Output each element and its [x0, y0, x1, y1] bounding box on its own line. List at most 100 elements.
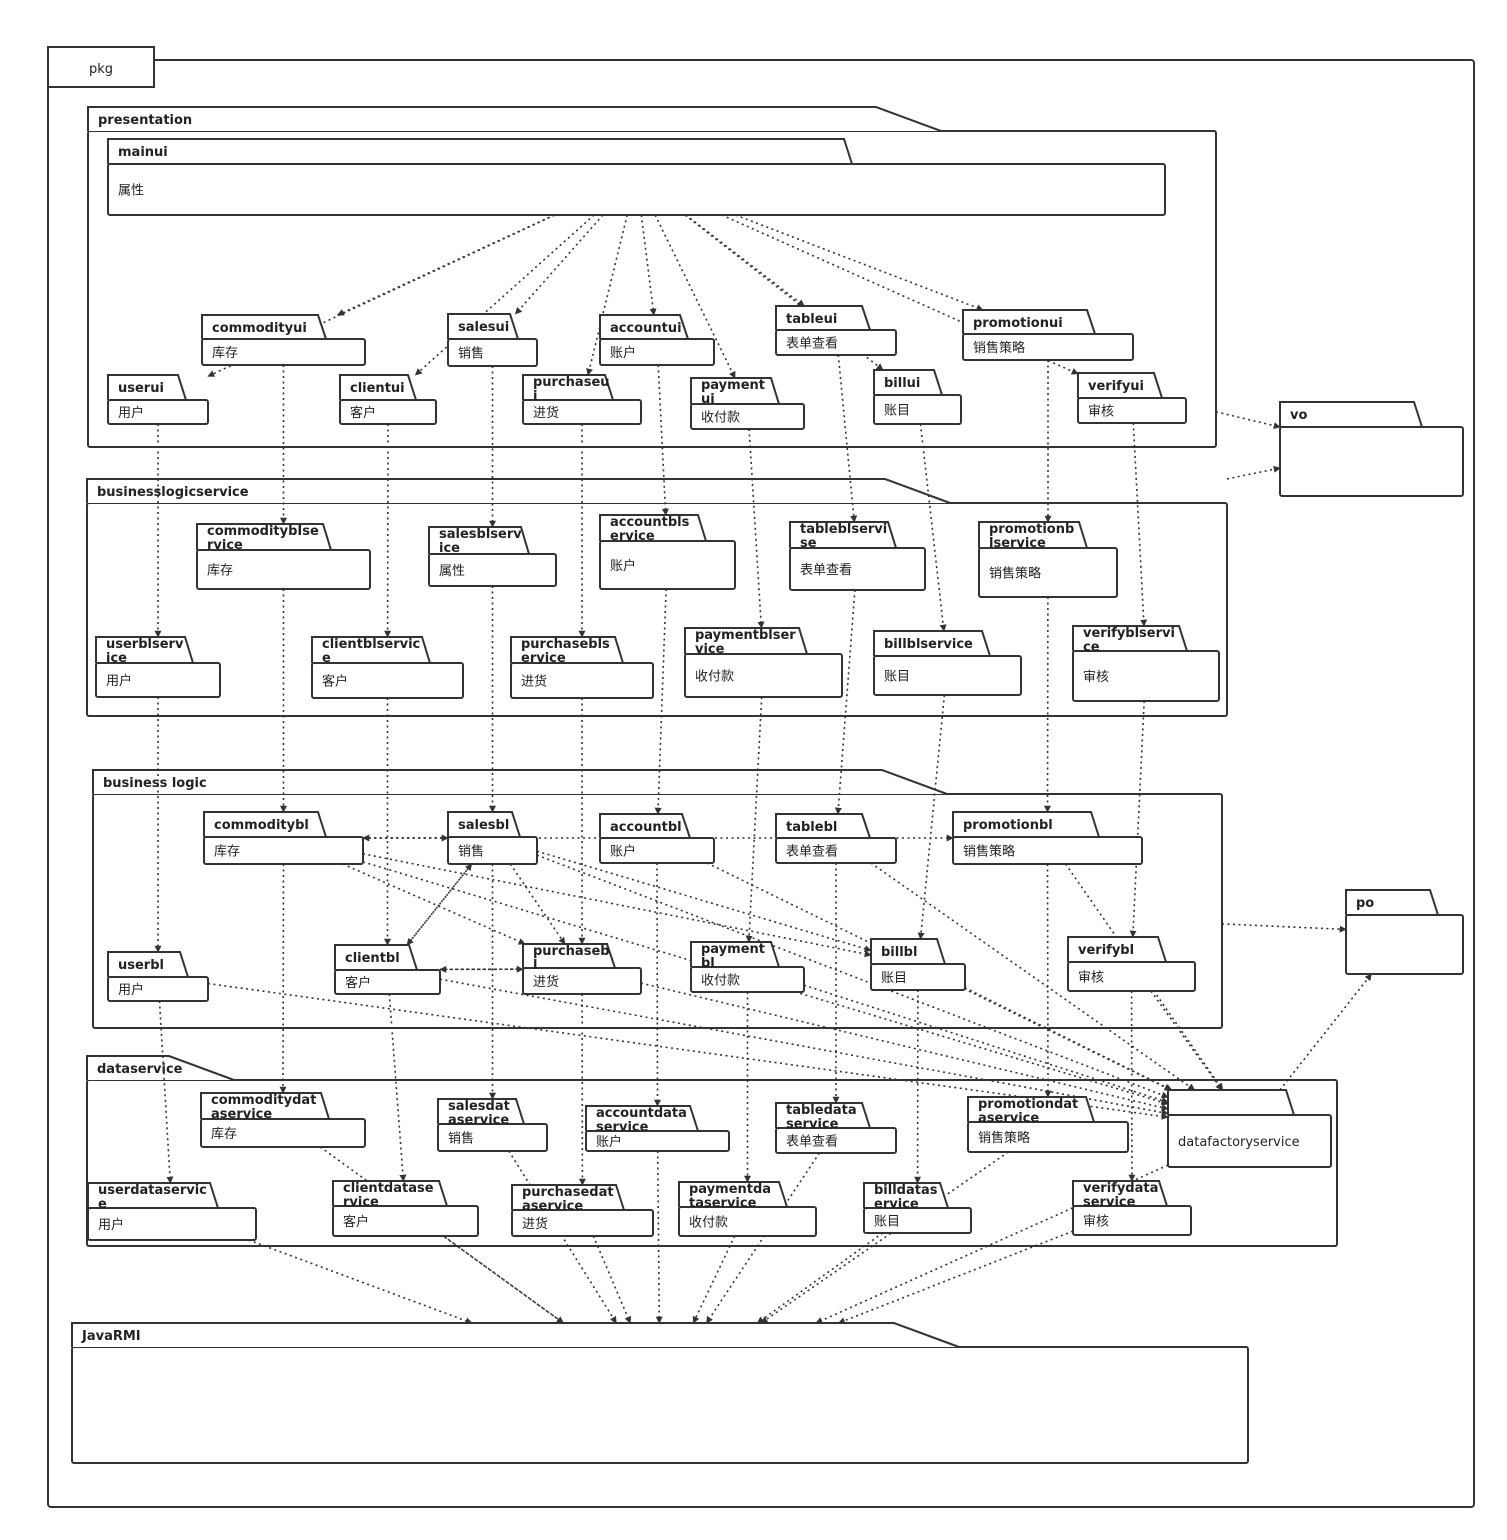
package-datafactoryservice[interactable]: datafactoryservice	[1167, 1089, 1332, 1168]
dependency-salesdataservice-to-javarmi	[508, 1150, 617, 1324]
package-body: 用户	[98, 1217, 124, 1233]
package-name: tableui	[786, 312, 837, 327]
dependency-userdataservice-to-javarmi	[248, 1239, 473, 1325]
package-body: 审核	[1078, 971, 1104, 986]
package-name: clientui	[350, 381, 405, 396]
package-body: 库存	[211, 1126, 237, 1142]
package-body: 账户	[610, 558, 636, 574]
layer-name: business logic	[103, 776, 207, 791]
dependency-tabledataservice-to-javarmi	[705, 1152, 821, 1324]
dependency-businesslogicservice-to-vo	[1226, 465, 1281, 480]
dependency-promotiondataservice-to-javarmi	[760, 1151, 1009, 1324]
package-body: 审核	[1083, 670, 1109, 685]
dependency-accountblservice-to-accountbl	[654, 588, 667, 815]
package-body: 属性	[118, 184, 144, 199]
packages-layer: mainui属性userui用户commodityui库存clientui客户s…	[87, 138, 1464, 1241]
package-body: 销售	[448, 1131, 474, 1147]
dependency-datafactoryservice-to-javarmi	[815, 1164, 1169, 1324]
package-vo[interactable]: vo	[1279, 401, 1464, 497]
dependency-accountbl-to-accountdataservice	[653, 862, 661, 1107]
package-body: 账户	[610, 345, 636, 361]
package-body: 审核	[1083, 1215, 1109, 1230]
dependencies-layer	[154, 214, 1373, 1325]
dependency-businesslogic-to-po	[1221, 923, 1347, 933]
dependency-accountdataservice-to-javarmi	[655, 1150, 663, 1324]
dependency-verifybl-to-datafactoryservice	[1150, 990, 1223, 1091]
dependency-billui-to-billblservice	[919, 423, 947, 632]
package-po[interactable]: po	[1345, 889, 1464, 975]
layer-name: JavaRMI	[81, 1329, 141, 1344]
dependency-mainui-to-promotionui	[735, 214, 984, 312]
package-body: 进货	[522, 1216, 548, 1232]
package-name: billblservice	[884, 637, 973, 652]
package-body: 账目	[884, 404, 910, 419]
package-body: 用户	[118, 982, 144, 998]
layer-javarmi[interactable]: JavaRMI	[71, 1322, 1249, 1464]
package-body: 收付款	[701, 974, 740, 989]
package-body: 账户	[596, 1134, 622, 1150]
dependency-mainui-to-salesui	[514, 214, 604, 315]
package-body: 销售	[458, 844, 484, 860]
package-body: 属性	[439, 564, 465, 579]
dependency-mainui-to-clientui	[414, 214, 595, 376]
package-name: accountbl	[610, 820, 682, 835]
dependency-paymentui-to-paymentblservice	[748, 428, 765, 629]
package-body: 表单查看	[786, 1134, 838, 1150]
package-body: 销售策略	[963, 844, 1015, 860]
layer-businesslogic[interactable]: business logic	[92, 769, 1223, 1029]
